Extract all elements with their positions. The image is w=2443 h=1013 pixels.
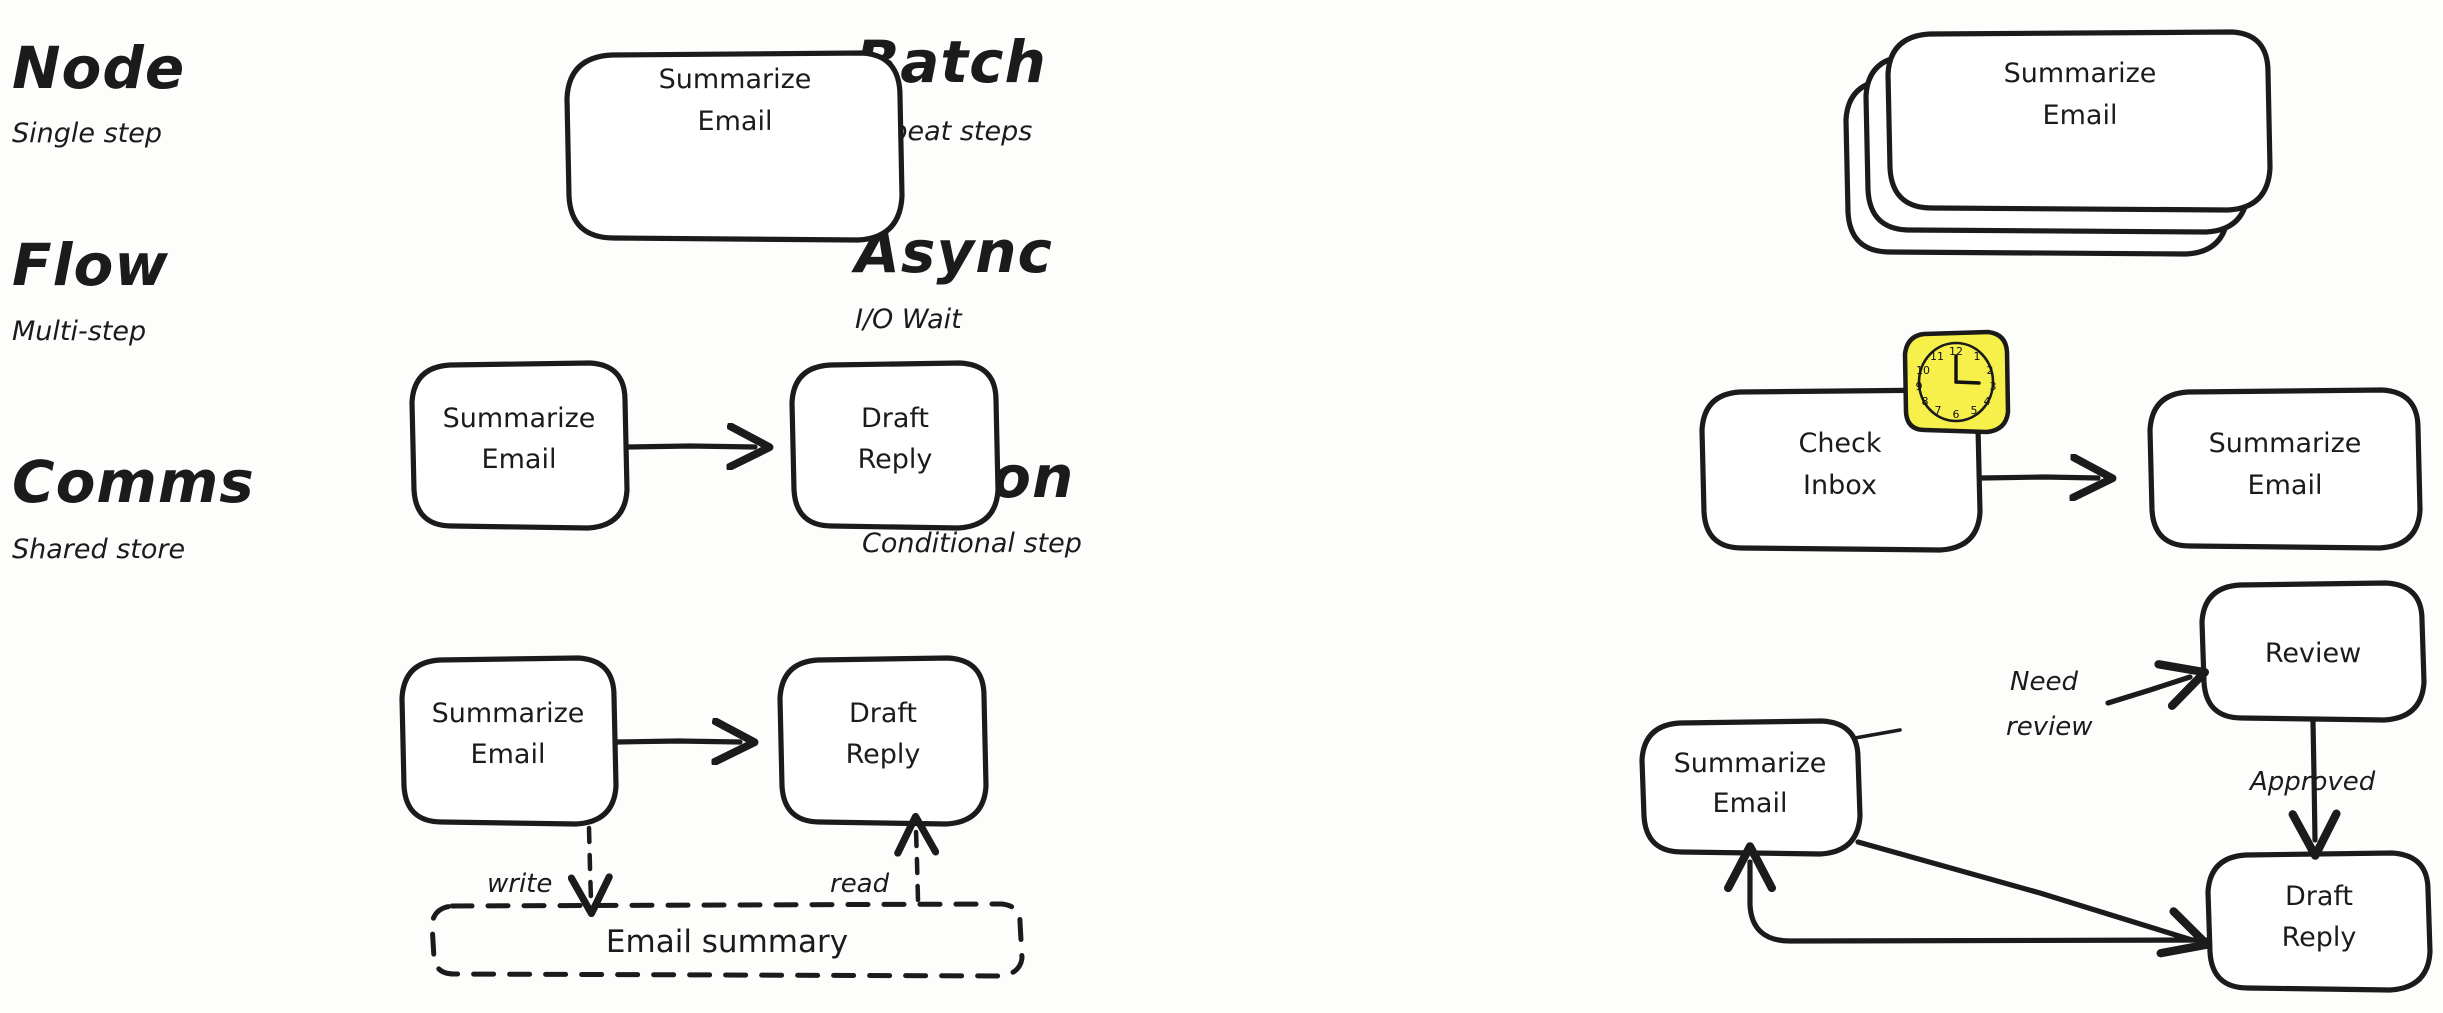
comms-box2-line1: Draft [849,698,917,729]
async-box2-line1: Summarize [2209,428,2362,459]
flow-box1-line2: Email [482,444,557,475]
action-need-review-stub [1853,728,1902,740]
action-box1-line2: Email [1713,788,1788,819]
row-title-node: Node [12,34,185,102]
row-title-flow: Flow [12,231,169,299]
svg-text:9: 9 [1916,380,1923,393]
batch-box-line1: Summarize [2004,58,2157,89]
svg-text:10: 10 [1916,364,1930,377]
svg-text:7: 7 [1935,404,1942,417]
svg-text:2: 2 [1987,364,1994,377]
action-box-draft[interactable]: Draft Reply [2205,850,2433,993]
action-review-label: Review [2265,638,2361,669]
batch-box-line2: Email [2043,100,2118,131]
comms-box-summarize[interactable]: Summarize Email [399,655,619,827]
flow-box2-line1: Draft [861,403,929,434]
action-approved-label: Approved [2248,767,2376,797]
action-box1-line1: Summarize [1674,748,1827,779]
async-box-summarize[interactable]: Summarize Email [2147,387,2423,551]
action-box-review[interactable]: Review [2199,580,2427,723]
comms-box2-line2: Reply [846,739,921,770]
action-need-label-line2: review [2006,712,2093,742]
row-title-comms: Comms [12,448,255,516]
svg-text:8: 8 [1922,395,1929,408]
svg-text:1: 1 [1974,350,1981,363]
action-box-summarize[interactable]: Summarize Email [1639,718,1863,857]
batch-stack[interactable]: Summarize Email [1843,29,2273,257]
async-box2-line2: Email [2248,470,2323,501]
flow-box1-line1: Summarize [443,403,596,434]
comms-write-label: write [487,869,552,899]
action-draft-line2: Reply [2282,922,2357,953]
svg-text:4: 4 [1984,395,1991,408]
comms-store-label: Email summary [606,924,848,960]
svg-text:3: 3 [1990,380,1997,393]
svg-text:5: 5 [1971,404,1978,417]
svg-text:6: 6 [1953,408,1960,421]
comms-box1-line2: Email [471,739,546,770]
flow-box2-line2: Reply [858,444,933,475]
flow-box-draft[interactable]: Draft Reply [789,360,1001,531]
row-subtitle-flow: Multi-step [12,316,146,347]
action-need-label-line1: Need [2010,667,2078,697]
batch-card-front [1885,29,2273,213]
flow-arrow [625,446,755,447]
comms-box-draft[interactable]: Draft Reply [777,655,989,827]
node-box-line1: Summarize [659,64,812,95]
comms-read-label: read [830,869,890,899]
action-diagonal-arrow [1855,839,2212,958]
flow-box-summarize[interactable]: Summarize Email [409,360,630,531]
comms-arrow [614,741,740,742]
node-box-line2: Email [698,106,773,137]
action-approved-arrow [2288,719,2341,860]
comms-write-arrow [567,825,613,918]
action-draft-line1: Draft [2285,881,2353,912]
async-box-check-inbox[interactable]: Check Inbox [1699,387,1983,553]
comms-read-arrow [894,812,940,903]
action-need-review-arrow [2105,660,2209,710]
row-subtitle-async: I/O Wait [855,304,963,335]
action-loopback-arrow [1724,842,2209,944]
clock-icon: 12 1 2 3 4 5 6 7 8 9 10 11 [1902,329,2011,435]
row-subtitle-action: Conditional step [862,528,1082,559]
async-arrow [1979,477,2098,478]
comms-box1-line1: Summarize [432,698,585,729]
node-box[interactable]: Summarize Email [564,50,905,243]
row-subtitle-comms: Shared store [12,534,185,565]
comms-shared-store[interactable]: Email summary [429,901,1025,979]
async-box1-line2: Inbox [1803,470,1877,501]
svg-text:11: 11 [1930,350,1944,363]
svg-text:12: 12 [1949,345,1963,358]
async-box1-line1: Check [1798,428,1881,459]
row-subtitle-node: Single step [12,118,162,149]
